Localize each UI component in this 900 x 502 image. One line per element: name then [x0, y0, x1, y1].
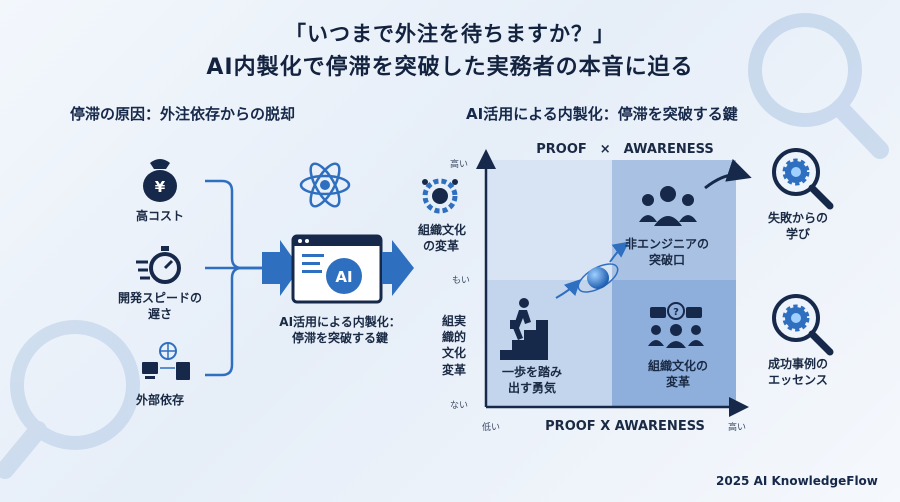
- y-axis-label-line1: 組実: [441, 314, 466, 328]
- center-key-label-line1: AI活用による内製化：: [279, 315, 401, 329]
- center-key-label-line2: 停滞を突破する鍵: [291, 331, 388, 346]
- svg-text:AI: AI: [335, 268, 352, 286]
- quadrant-bottom-left-line2: 出す勇気: [507, 381, 556, 396]
- network-devices-icon: [142, 342, 190, 380]
- y-axis-label: 組実 織的 文化 変革: [436, 313, 472, 378]
- x-tick-low: 低い: [482, 423, 501, 433]
- culture-change-top-label: 組織文化 の変革: [418, 222, 467, 254]
- orbit-orb-icon: [577, 263, 619, 293]
- quadrant-bottom-right-line1: 組織文化の: [647, 359, 708, 373]
- person-climbing-icon: [500, 298, 548, 360]
- outcome-success-essence: 成功事例の エッセンス: [756, 356, 840, 388]
- quadrant-bottom-left-line1: 一歩を踏み: [501, 365, 562, 379]
- center-key-label: AI活用による内製化： 停滞を突破する鍵: [270, 314, 410, 346]
- team-people-icon: [639, 186, 697, 226]
- arrow-out: [382, 240, 414, 296]
- matrix-top-label: PROOF × AWARENESS: [536, 142, 714, 157]
- cause-label-cost: 高コスト: [135, 209, 184, 223]
- arrow-in: [262, 240, 300, 296]
- trajectory-arrow: [609, 241, 630, 263]
- cause-label-speed: 開発スピードの 遅さ: [110, 290, 210, 322]
- footer-credit: 2025 AI KnowledgeFlow: [716, 474, 878, 488]
- quadrant-mid-line1: 非エンジニアの: [624, 237, 709, 251]
- title-line-1: 「いつまで外注を待ちますか？」: [285, 22, 615, 46]
- magnifier-bg-icon: [748, 13, 889, 159]
- atom-icon: [299, 162, 351, 208]
- magnifier-bg-icon: [0, 320, 140, 479]
- gear-magnifier-icon: [772, 148, 834, 210]
- money-bag-icon: ¥: [143, 159, 177, 202]
- outcome-failure-learning: 失敗からの 学び: [756, 210, 840, 242]
- right-heading: AI活用による内製化：停滞を突破する鍵: [466, 105, 738, 123]
- matrix-bottom-label: PROOF X AWARENESS: [545, 419, 705, 434]
- quadrant-bottom-right-line2: 変革: [665, 375, 690, 390]
- culture-change-top-line1: 組織文化: [418, 223, 467, 237]
- outcome-failure-line2: 学び: [785, 227, 810, 242]
- outcome-success-line2: エッセンス: [768, 373, 828, 388]
- ai-monitor-icon: AI: [291, 234, 383, 304]
- x-tick-high: 高い: [728, 423, 747, 433]
- svg-text:¥: ¥: [155, 178, 166, 196]
- y-axis-label-line3: 文化: [441, 346, 466, 361]
- quadrant-bottom-left-label: 一歩を踏み 出す勇気: [492, 364, 572, 396]
- culture-change-top-line2: の変革: [422, 239, 459, 254]
- outcome-failure-line1: 失敗からの: [767, 211, 828, 225]
- gear-magnifier-icon: [772, 294, 834, 356]
- quadrant-bottom-left: [486, 280, 612, 407]
- y-tick-low: ない: [450, 401, 469, 411]
- svg-text:?: ?: [673, 307, 679, 318]
- left-heading: 停滞の原因：外注依存からの脱却: [70, 105, 296, 123]
- discussion-people-icon: ?: [648, 302, 704, 348]
- cause-label-external: 外部依存: [135, 393, 184, 407]
- cause-connectors: [205, 179, 262, 377]
- y-axis-label-line2: 織的: [441, 330, 466, 345]
- outcome-arrow: [704, 158, 752, 190]
- cause-label-speed-line1: 開発スピードの: [117, 291, 202, 305]
- y-axis-label-line4: 変革: [441, 362, 466, 377]
- y-tick-mid: もい: [452, 276, 470, 286]
- y-tick-high: 高い: [450, 160, 469, 170]
- people-gear-icon: [422, 178, 458, 214]
- quadrant-mid-label: 非エンジニアの 突破口: [612, 236, 722, 268]
- quadrant-bottom-right-label: 組織文化の 変革: [636, 358, 720, 390]
- cause-label-speed-line2: 遅さ: [147, 307, 172, 322]
- trajectory-arrow: [555, 279, 581, 299]
- stopwatch-icon: [136, 246, 181, 284]
- outcome-success-line1: 成功事例の: [767, 357, 828, 371]
- title-line-2: AI内製化で停滞を突破した実務者の本音に迫る: [206, 55, 694, 80]
- quadrant-top-left: [486, 160, 612, 280]
- quadrant-mid-line2: 突破口: [648, 253, 685, 268]
